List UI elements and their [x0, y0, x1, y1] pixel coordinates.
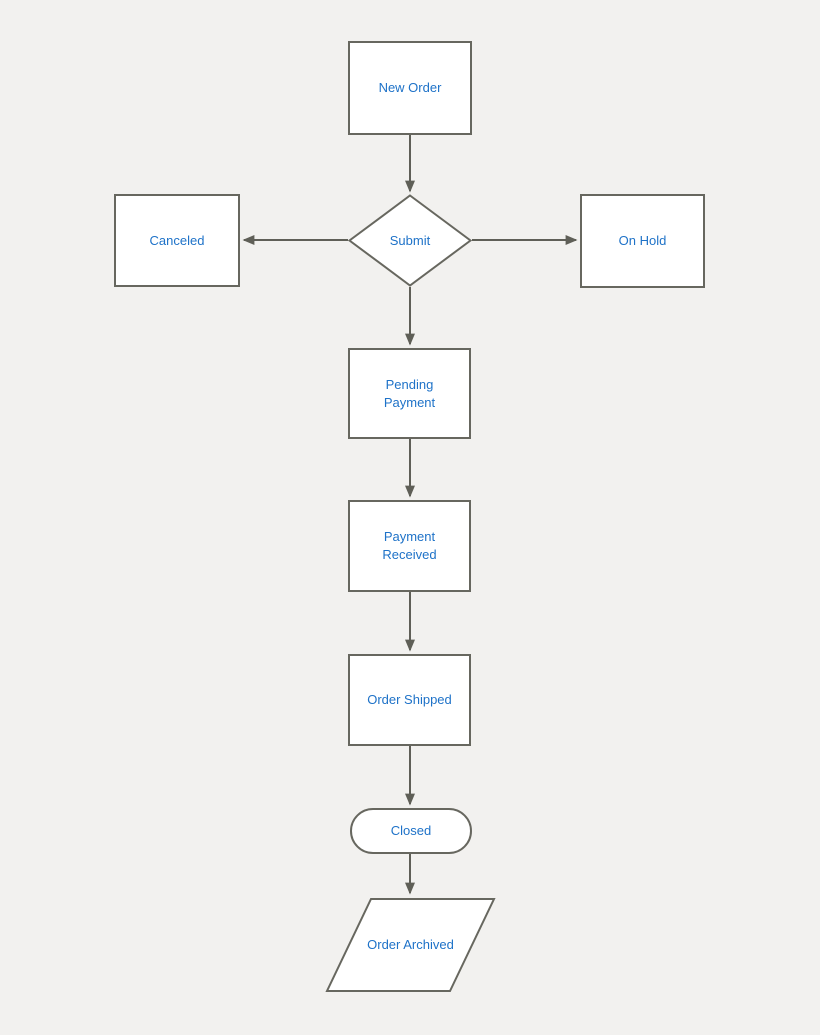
node-payment-received-label: Payment Received — [382, 529, 437, 562]
diamond-shape — [348, 194, 472, 287]
parallelogram-shape — [325, 898, 496, 992]
node-new-order-label: New Order — [378, 80, 442, 96]
node-submit-label: Submit — [389, 232, 431, 248]
node-order-archived-label: Order Archived — [367, 937, 454, 953]
node-closed: Closed — [350, 808, 472, 854]
node-order-archived: Order Archived — [325, 897, 496, 993]
node-order-shipped-label: Order Shipped — [367, 692, 452, 708]
node-label-wrap: On Hold — [582, 196, 703, 286]
node-canceled-label: Canceled — [149, 232, 205, 248]
node-label-wrap: New Order — [350, 43, 470, 133]
node-new-order: New Order — [348, 41, 472, 135]
node-label-wrap: Closed — [352, 810, 470, 852]
node-label-wrap: Submit — [348, 194, 472, 287]
node-label-wrap: Order Shipped — [350, 656, 469, 744]
node-closed-label: Closed — [390, 823, 432, 839]
node-label-wrap: Pending Payment — [350, 350, 469, 437]
node-label-wrap: Payment Received — [350, 502, 469, 590]
node-order-shipped: Order Shipped — [348, 654, 471, 746]
node-pending-payment-label: Pending Payment — [383, 376, 436, 410]
node-submit: Submit — [348, 194, 472, 287]
node-on-hold: On Hold — [580, 194, 705, 288]
node-label-wrap: Order Archived — [325, 897, 496, 993]
node-pending-payment: Pending Payment — [348, 348, 471, 439]
node-on-hold-label: On Hold — [618, 233, 667, 249]
node-label-wrap: Canceled — [116, 196, 238, 285]
node-canceled: Canceled — [114, 194, 240, 287]
node-payment-received: Payment Received — [348, 500, 471, 592]
